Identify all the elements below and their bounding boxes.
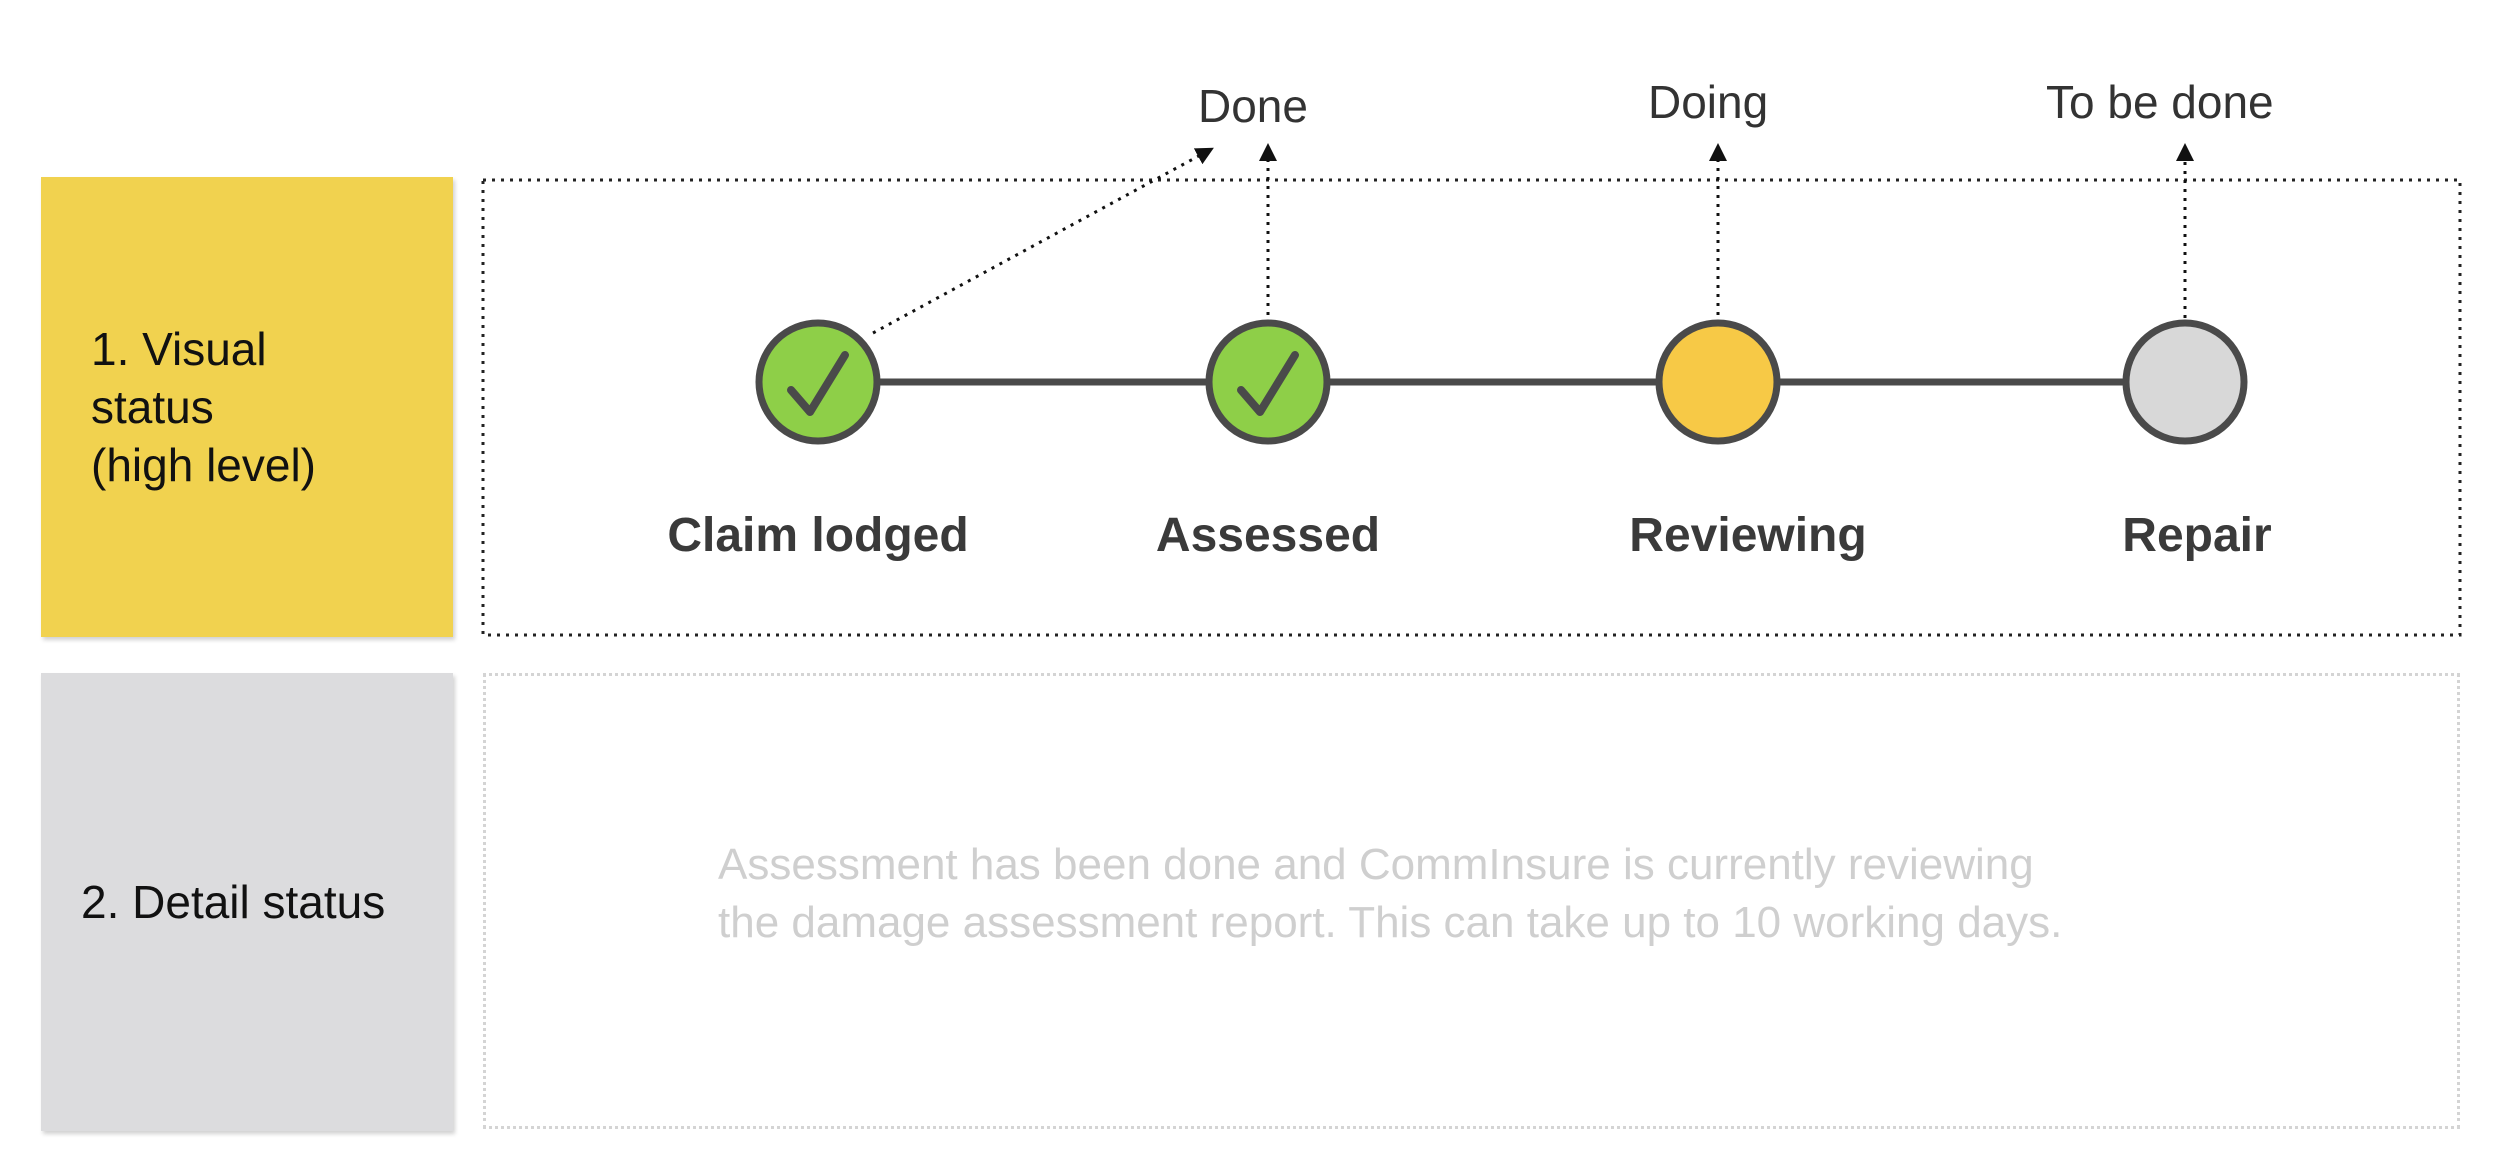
step-label: Repair [2122,509,2271,562]
progress-steps: Claim lodged Assessed Reviewing Repair [667,319,2272,562]
step-label: Claim lodged [667,509,968,562]
legend-labels: Done Doing To be done [1198,76,2274,132]
legend-doing-label: Doing [1648,76,1768,128]
legend-arrows [872,143,2194,335]
sticky-note-visual-status-text: 1. Visual status (high level) [91,323,316,491]
step-label: Assessed [1156,509,1380,562]
visual-status-frame [481,178,2462,637]
step-circle-done [1205,319,1331,445]
legend-todo-label: To be done [2046,76,2274,128]
step-circle-todo [2122,319,2248,445]
step-label: Reviewing [1629,509,1866,562]
step-circle-doing [1655,319,1781,445]
detail-status-frame: Assessment has been done and CommInsure … [483,673,2460,1129]
checkmark-icon [787,351,849,416]
legend-done-label: Done [1198,80,1308,132]
step-circle-done [755,319,881,445]
sticky-note-detail-status-text: 2. Detail status [81,876,386,928]
detail-status-message: Assessment has been done and CommInsure … [718,840,2063,947]
checkmark-icon [1237,351,1299,416]
sticky-note-visual-status: 1. Visual status (high level) [41,177,453,637]
arrow-done-from-claim-lodged [872,147,1214,335]
sticky-note-detail-status: 2. Detail status [41,673,453,1131]
